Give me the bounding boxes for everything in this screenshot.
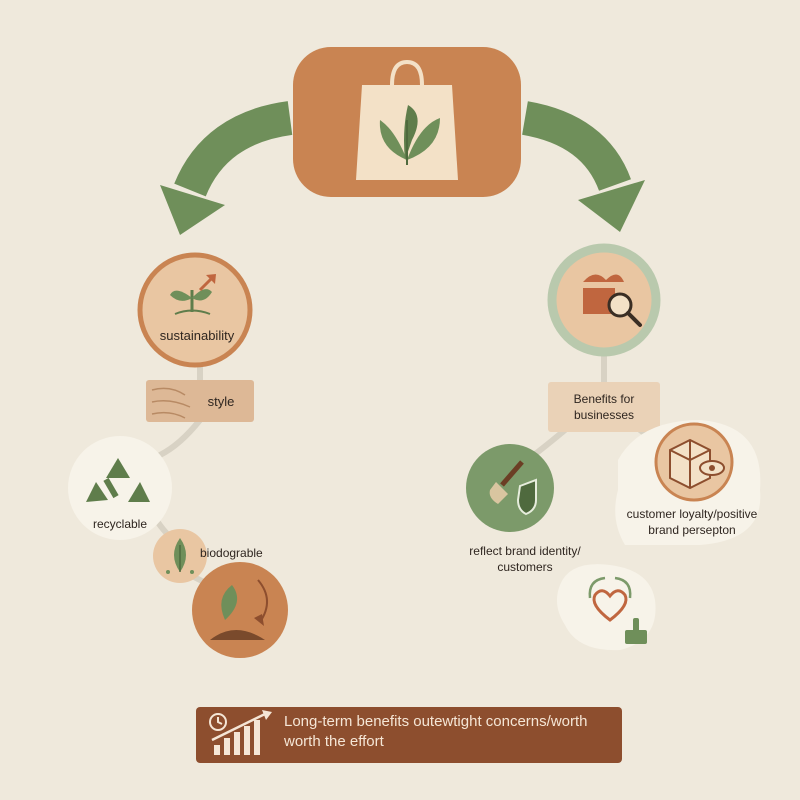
recycle-icon (86, 458, 150, 502)
benefits-label: Benefits for businesses (573, 392, 635, 422)
benefits-tag (548, 382, 660, 432)
clock-icon (209, 713, 227, 731)
biodegradable-label: biodograble (200, 546, 263, 560)
box-eye-icon (669, 438, 725, 490)
recyclable-node (68, 436, 172, 540)
shopping-bag-leaf-icon (356, 59, 458, 180)
leaf-icon (166, 538, 194, 574)
banner-text: Long-term benefits outewtight concerns/w… (284, 713, 588, 750)
sprout-arrow-icon (170, 274, 216, 315)
sustainability-label: sustainability (159, 328, 235, 343)
arrow-right-icon (521, 101, 645, 232)
engagement-bubble (556, 564, 656, 651)
arrow-left-icon (160, 101, 293, 235)
style-tag (146, 380, 254, 422)
style-label: style (207, 394, 235, 409)
recyclable-label: recyclable (92, 517, 148, 531)
growth-chart-icon (211, 710, 272, 755)
heart-thumbs-up-icon (588, 576, 647, 644)
loyalty-label: customer loyalty/positive brand persepto… (626, 507, 758, 537)
compost-leaf-icon (210, 579, 268, 640)
brush-shield-icon (489, 460, 537, 516)
compost-node (192, 562, 288, 658)
gift-magnifier-icon (583, 274, 642, 327)
brand-identity-label: reflect brand identity/ customers (469, 544, 581, 574)
brand-identity-node (466, 444, 554, 532)
